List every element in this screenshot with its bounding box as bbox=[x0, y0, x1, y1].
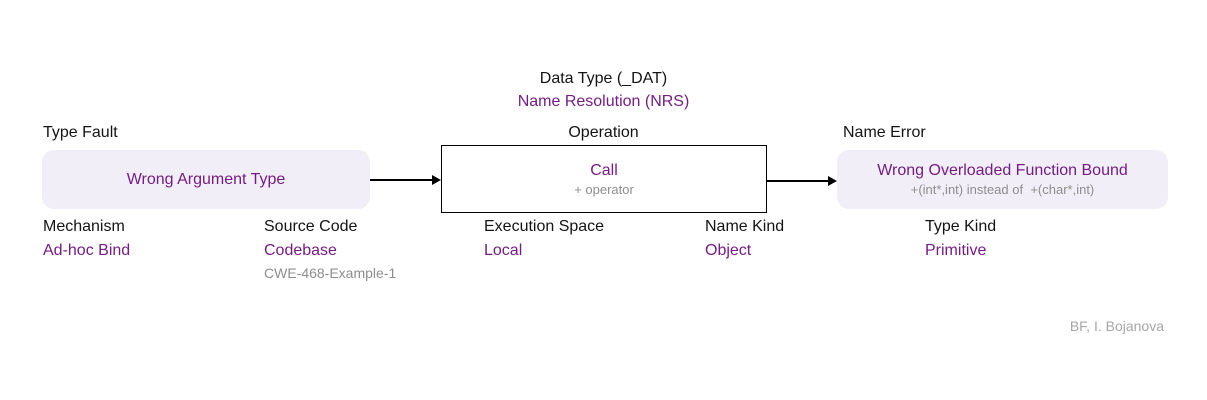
attribute-value: Codebase bbox=[264, 242, 337, 259]
attribute-type-kind: Type Kind Primitive bbox=[925, 219, 996, 266]
cause-section-label: Type Fault bbox=[43, 124, 118, 141]
bug-class-type-title: Data Type (_DAT) bbox=[539, 70, 668, 87]
attribute-value: Object bbox=[705, 242, 752, 259]
attribute-name-kind: Name Kind Object bbox=[705, 219, 784, 266]
attribute-label: Execution Space bbox=[484, 218, 605, 235]
cause-value: Wrong Argument Type bbox=[126, 171, 286, 188]
attribute-mechanism: Mechanism Ad-hoc Bind bbox=[43, 219, 130, 266]
cause-to-operation-arrow bbox=[370, 175, 441, 185]
cause-box: Wrong Argument Type bbox=[42, 150, 370, 209]
attribute-label: Type Kind bbox=[925, 218, 997, 235]
attribute-value: Primitive bbox=[925, 242, 987, 259]
consequence-box: Wrong Overloaded Function Bound +(int*,i… bbox=[837, 150, 1168, 209]
attribute-label: Mechanism bbox=[43, 218, 125, 235]
operation-section-label: Operation bbox=[568, 124, 639, 141]
attribute-value: Local bbox=[484, 242, 523, 259]
operation-to-consequence-arrow bbox=[767, 176, 837, 186]
attribute-value: Ad-hoc Bind bbox=[43, 242, 131, 259]
operation-box: Call + operator bbox=[441, 145, 767, 213]
consequence-detail: +(int*,int) instead of +(char*,int) bbox=[910, 182, 1095, 197]
attribute-label: Source Code bbox=[264, 218, 358, 235]
consequence-section-label: Name Error bbox=[843, 124, 926, 141]
consequence-value: Wrong Overloaded Function Bound bbox=[877, 162, 1128, 179]
attribute-label: Name Kind bbox=[705, 218, 785, 235]
attribute-detail: CWE-468-Example-1 bbox=[264, 265, 397, 281]
operation-value: Call bbox=[590, 161, 618, 179]
attribute-execution-space: Execution Space Local bbox=[484, 219, 604, 266]
attribute-source-code: Source Code Codebase CWE-468-Example-1 bbox=[264, 218, 397, 281]
operation-detail: + operator bbox=[574, 181, 634, 197]
bug-class-name-title: Name Resolution (NRS) bbox=[517, 93, 690, 110]
credit-text: BF, I. Bojanova bbox=[1069, 318, 1164, 334]
